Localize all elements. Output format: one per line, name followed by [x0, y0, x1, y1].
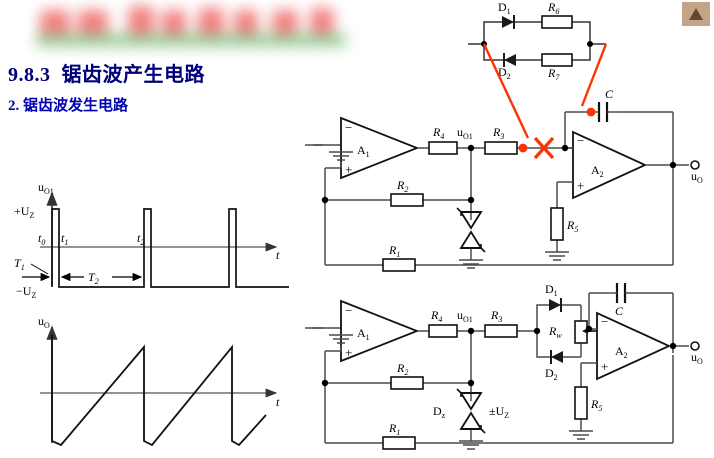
heading-number: 9.8.3: [8, 64, 51, 86]
node-dot: [561, 144, 569, 152]
sawtooth-circuit-complete: A1 A2 − + − + R4 R3 R2 R1 R5 Rw D1 D2: [305, 282, 710, 458]
red-connection-dot: [518, 143, 528, 153]
component-D1: D1: [498, 0, 515, 29]
a1-minus-terminal: −: [345, 303, 352, 318]
component-R5: [550, 207, 564, 241]
label-R3: R3: [490, 308, 502, 324]
node-dot: [669, 342, 677, 350]
a1-plus-terminal: +: [345, 345, 352, 360]
output-terminal: [690, 160, 700, 170]
component-R3: [484, 324, 518, 338]
component-R4: [428, 324, 458, 338]
period-label-t1: T1: [14, 256, 25, 272]
page-title: 9.8.3 锯齿波产生电路: [8, 58, 205, 87]
label-C: C: [605, 87, 614, 101]
component-Dz: Dz ±UZ: [433, 388, 509, 434]
square-wave-plot: uO1 t +UZ −UZ t0 t1 t2 T1 T2: [14, 180, 289, 300]
time-mark-t2: t2: [137, 231, 144, 247]
label-uz: ±UZ: [489, 404, 509, 420]
axis-label-t-bottom: t: [276, 395, 280, 409]
component-R6: R6: [541, 0, 573, 29]
a2-minus-terminal: −: [577, 133, 584, 148]
a1-plus-terminal: +: [345, 162, 352, 177]
label-R4: R4: [432, 125, 444, 141]
a2-plus-terminal: +: [577, 178, 584, 193]
node-dot: [321, 379, 329, 387]
component-C: C: [611, 283, 637, 318]
axis-label-uo1: uO1: [38, 180, 54, 196]
node-label-uo1: uO1: [457, 125, 473, 141]
label-R6: R6: [547, 0, 559, 16]
node-dot: [467, 144, 475, 152]
period-label-t2: T2: [88, 270, 99, 286]
sawtooth-wave-plot: uO t: [38, 314, 280, 447]
label-Dz: Dz: [433, 404, 446, 420]
component-R3: [484, 141, 518, 155]
label-R2: R2: [396, 178, 408, 194]
component-R2: [390, 376, 424, 390]
component-R7: R7: [541, 53, 573, 82]
time-mark-t1: t1: [61, 231, 68, 247]
component-R2: [390, 193, 424, 207]
waveform-chart: uO1 t +UZ −UZ t0 t1 t2 T1 T2 uO t: [4, 175, 304, 450]
node-label-uo: uO: [691, 350, 703, 366]
label-R3: R3: [492, 125, 504, 141]
section-subtitle: 2. 锯齿波发生电路: [8, 98, 129, 114]
node-dot: [481, 41, 487, 47]
x-mark-icon: [533, 136, 555, 160]
label-R5: R5: [566, 218, 578, 234]
sawtooth-circuit-incomplete: A1 A2 − + − + R4 R3 R2 R1 R5 C uO1 uO: [305, 87, 710, 280]
diode-resistor-insert: D1 R6 D2 R7: [460, 0, 640, 82]
node-dot: [533, 327, 541, 335]
node-dot: [669, 161, 677, 169]
component-C: C: [591, 87, 621, 122]
level-label-minus-uz: −UZ: [16, 284, 36, 300]
heading-text: 锯齿波产生电路: [61, 64, 205, 86]
label-D1: D1: [545, 282, 558, 298]
output-terminal: [690, 341, 700, 351]
label-D2: D2: [498, 65, 511, 81]
component-zener-pair: [456, 207, 486, 253]
blurred-title-banner: [30, 4, 350, 52]
a2-minus-terminal: −: [601, 314, 608, 329]
node-label-uo: uO: [691, 169, 703, 185]
label-R1: R1: [388, 243, 400, 259]
node-dot: [585, 325, 593, 333]
node-dot: [467, 327, 475, 335]
component-D2: D2: [545, 350, 563, 382]
component-Rw: Rw: [548, 320, 597, 344]
axis-label-t-top: t: [276, 248, 280, 262]
label-R5: R5: [590, 397, 602, 413]
component-D2: D2: [498, 53, 516, 81]
component-R4: [428, 141, 458, 155]
a1-minus-terminal: −: [345, 120, 352, 135]
node-dot: [467, 196, 475, 204]
level-label-plus-uz: +UZ: [14, 204, 34, 220]
component-R1: [382, 436, 416, 450]
node-dot: [587, 41, 593, 47]
red-connection-dot: [586, 107, 596, 117]
component-R1: [382, 258, 416, 272]
triangle-up-icon: [689, 8, 703, 20]
scroll-up-button[interactable]: [682, 2, 710, 26]
label-R1: R1: [388, 421, 400, 437]
axis-label-uo: uO: [38, 314, 50, 330]
label-D1: D1: [498, 0, 511, 16]
component-D1: D1: [545, 282, 562, 312]
a2-plus-terminal: +: [601, 359, 608, 374]
node-dot: [467, 379, 475, 387]
label-Rw: Rw: [548, 324, 562, 340]
label-D2: D2: [545, 366, 558, 382]
label-R7: R7: [547, 66, 560, 82]
node-label-uo1: uO1: [457, 308, 473, 324]
time-mark-t0: t0: [38, 231, 45, 247]
component-R5: [574, 386, 588, 420]
label-R2: R2: [396, 361, 408, 377]
label-C: C: [615, 304, 624, 318]
node-dot: [321, 196, 329, 204]
label-R4: R4: [430, 308, 442, 324]
